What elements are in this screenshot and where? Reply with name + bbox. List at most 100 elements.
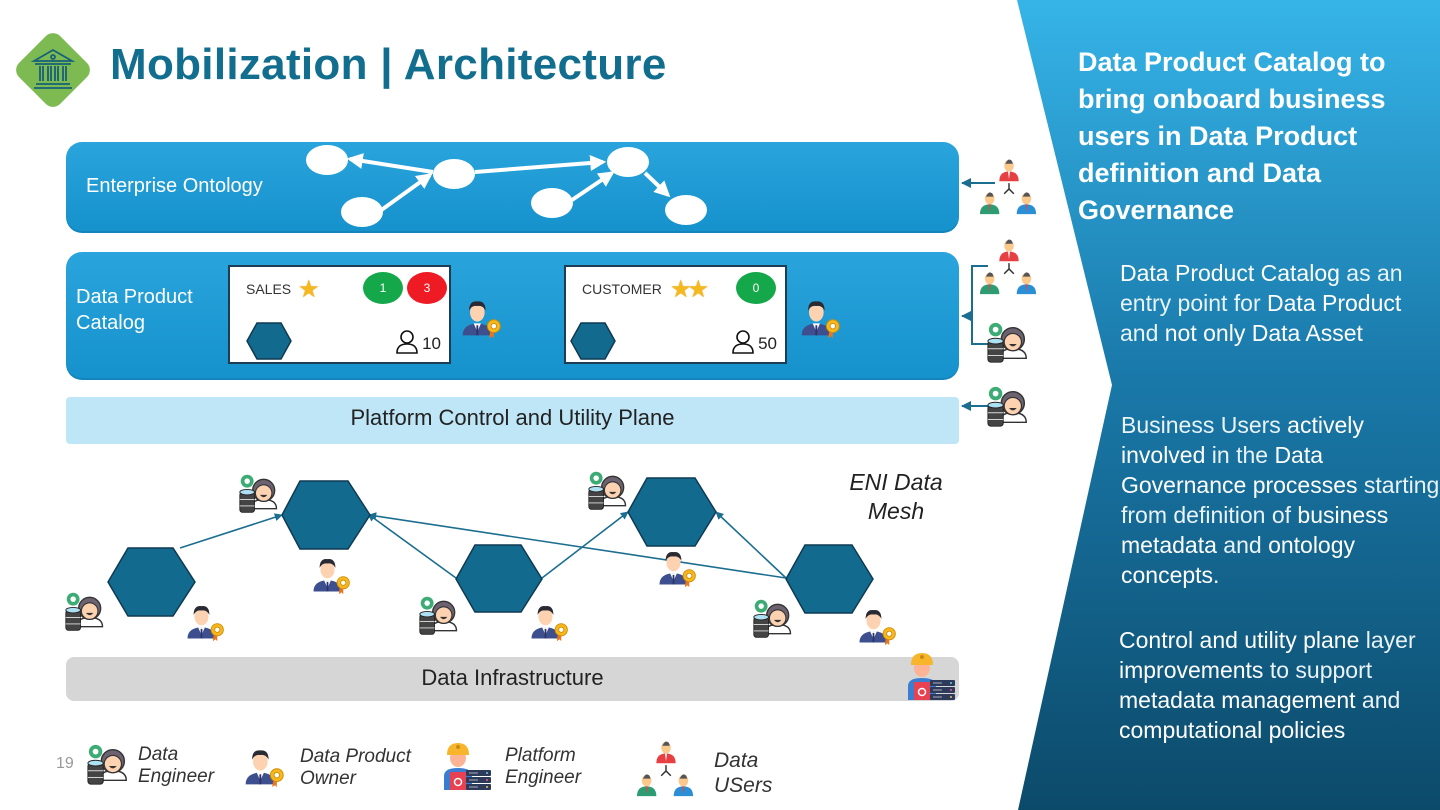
platform-engineer-icon — [904, 650, 956, 702]
emphasized-text: business metadata — [1121, 502, 1389, 558]
mesh-label-line2: Mesh — [867, 498, 925, 524]
data-product-card-sales[interactable]: SALES ★ 1 3 10 — [228, 265, 451, 364]
page-number: 19 — [56, 755, 74, 772]
emphasized-text: not only Data Asset — [1164, 320, 1363, 346]
text-run: and — [1120, 320, 1165, 346]
panel-point-3: Control and utility plane layer improvem… — [1119, 625, 1439, 745]
emphasized-text: Control and utility plane — [1119, 627, 1360, 653]
enterprise-ontology-label: Enterprise Ontology — [86, 175, 263, 197]
data-users-icon — [637, 740, 695, 798]
data-engineer-icon — [64, 590, 108, 634]
legend-label-line1: Data Product — [300, 746, 411, 767]
legend-label-line1: Data — [138, 744, 179, 765]
legend-platform-engineer: Platform Engineer — [505, 745, 581, 789]
data-product-node — [785, 544, 874, 614]
data-product-catalog-layer: Data Product Catalog SALES ★ 1 3 10 CUST… — [66, 252, 959, 380]
emphasized-text: Data Product — [1267, 290, 1402, 316]
panel-point-2: Business Users actively involved in the … — [1121, 410, 1440, 590]
ontology-edge — [378, 173, 433, 213]
ontology-node — [665, 195, 707, 225]
text-run: layer — [1359, 627, 1416, 653]
ontology-edge — [474, 155, 607, 174]
product-name: SALES — [246, 281, 292, 297]
data-product-owner-icon — [856, 604, 898, 646]
ontology-node — [433, 159, 475, 189]
data-engineer-icon — [238, 472, 282, 516]
data-engineer-icon — [752, 597, 796, 641]
emphasized-text: computational policies — [1119, 717, 1346, 743]
user-icon — [396, 330, 418, 354]
mesh-edge — [715, 511, 787, 579]
connector-bracket — [971, 265, 988, 345]
legend-label-line1: Platform — [505, 745, 576, 766]
ontology-node — [306, 145, 348, 175]
star-icon: ★★ — [670, 276, 709, 303]
legend-data-engineer: Data Engineer — [138, 744, 214, 788]
mesh-edge — [179, 513, 283, 549]
data-product-owner-icon — [656, 546, 698, 588]
legend-data-product-owner: Data Product Owner — [300, 746, 411, 790]
text-run: starting from definition of — [1121, 472, 1440, 528]
data-infrastructure-layer: Data Infrastructure — [66, 657, 959, 701]
catalog-label-line1: Data Product — [76, 286, 193, 308]
status-badge-green: 1 — [363, 272, 403, 304]
text-run: in the — [1205, 442, 1275, 468]
user-icon — [732, 330, 754, 354]
mesh-edge — [368, 512, 787, 579]
data-product-hexagon — [246, 322, 292, 360]
user-count-value: 50 — [758, 334, 777, 353]
product-name: CUSTOMER — [582, 281, 662, 297]
data-product-hexagon — [570, 322, 616, 360]
panel-title: Data Product Catalog to bring onboard bu… — [1078, 47, 1386, 225]
text-run: and — [1355, 687, 1401, 713]
data-product-node — [455, 544, 543, 613]
data-product-node — [627, 477, 717, 547]
page-title: Mobilization | Architecture — [110, 40, 667, 89]
bank-building-icon — [30, 48, 76, 89]
logo-badge — [16, 33, 90, 107]
star-icon: ★ — [298, 276, 319, 303]
enterprise-ontology-layer: Enterprise Ontology — [66, 142, 959, 233]
platform-control-utility-plane-layer: Platform Control and Utility Plane — [66, 397, 959, 444]
data-engineer-icon — [418, 594, 462, 638]
data-product-node — [107, 547, 196, 617]
text-run: as an entry point for — [1120, 260, 1403, 316]
panel-point-1: Data Product Catalog as an entry point f… — [1120, 258, 1430, 348]
data-product-owner-icon — [310, 553, 352, 595]
data-engineer-icon — [587, 469, 631, 513]
mesh-label-line1: ENI Data — [849, 469, 943, 495]
emphasized-text: metadata management — [1119, 687, 1356, 713]
data-engineer-icon — [86, 742, 132, 788]
emphasized-text: Data Product Catalog — [1120, 260, 1340, 286]
emphasized-text: Data Governance processes — [1121, 442, 1358, 498]
ontology-edge — [346, 153, 434, 174]
ontology-node — [531, 188, 573, 218]
mesh-edge — [541, 511, 629, 579]
emphasized-text: actively involved — [1121, 412, 1364, 468]
legend-data-users: Data USers — [714, 748, 772, 798]
ontology-node — [341, 197, 383, 227]
data-product-owner-icon — [528, 600, 570, 642]
text-run: to support — [1263, 657, 1373, 683]
platform-engineer-icon — [440, 740, 492, 792]
legend-label-line1: Data — [714, 749, 759, 772]
ontology-edge — [643, 171, 671, 198]
legend-label-line2: Engineer — [138, 766, 215, 787]
user-count: 10 — [396, 330, 441, 354]
status-badge-red: 3 — [407, 272, 447, 304]
data-product-owner-icon — [184, 600, 226, 642]
text-run: and — [1216, 532, 1269, 558]
data-product-node — [281, 480, 371, 550]
emphasized-text: improvements — [1119, 657, 1264, 683]
data-infrastructure-label: Data Infrastructure — [421, 665, 604, 690]
status-badge-green: 0 — [736, 272, 776, 304]
user-count-value: 10 — [422, 334, 441, 353]
mesh-edge — [367, 513, 457, 579]
platform-control-label: Platform Control and Utility Plane — [350, 405, 675, 430]
legend-label-line2: USers — [714, 774, 773, 797]
emphasized-text: ontology concepts. — [1121, 532, 1356, 588]
data-product-card-customer[interactable]: CUSTOMER ★★ 0 50 — [564, 265, 787, 364]
legend-label-line2: Engineer — [505, 767, 582, 788]
